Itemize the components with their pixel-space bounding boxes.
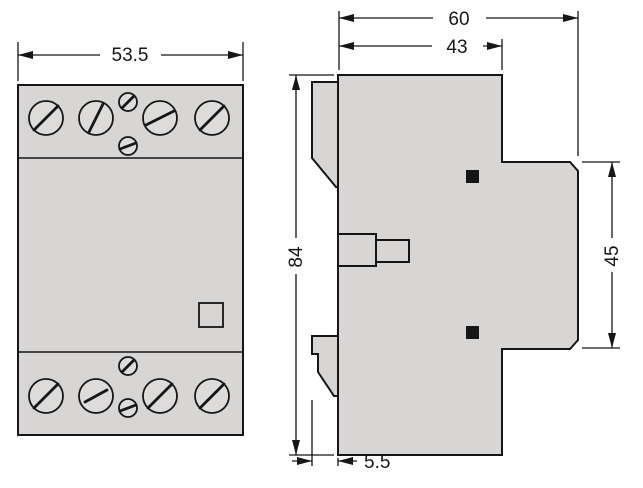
body-depth-dimension: 43 [339, 37, 503, 70]
dim-label-flange-height: 45 [602, 245, 623, 266]
screw-terminal [194, 100, 230, 136]
screw-terminal [78, 100, 114, 136]
dim-label-overall-depth: 60 [448, 9, 469, 30]
small-screw [118, 398, 138, 418]
screw-slot [144, 109, 176, 127]
front-width-dimension: 53.5 [17, 42, 244, 81]
arrowhead-left [339, 42, 354, 50]
small-screw [118, 136, 138, 156]
small-screw [118, 92, 138, 112]
screw-slot [32, 382, 60, 410]
arrowhead-bottom [292, 440, 300, 455]
screw-terminal [142, 378, 178, 414]
screw-slot [120, 94, 136, 110]
height-dimension: 84 [286, 74, 334, 456]
arrowhead-left [297, 457, 312, 465]
mount-square-bottom [466, 326, 479, 339]
flange-height-dimension: 45 [582, 161, 623, 349]
screw-slot [198, 382, 226, 410]
screw-terminal [142, 100, 178, 136]
screw-slot [83, 388, 109, 404]
screw-terminal [28, 378, 64, 414]
dim-label-hook-depth: 5.5 [364, 452, 390, 473]
small-screw [118, 356, 138, 376]
screw-terminal [28, 100, 64, 136]
screw-slot [118, 403, 138, 413]
side-body [337, 74, 579, 456]
screw-slot [118, 141, 138, 151]
screw-slot [146, 382, 174, 410]
arrowhead-bottom [608, 333, 616, 348]
arrowhead-right [487, 42, 502, 50]
screw-slot [87, 102, 105, 134]
arrowhead-left [18, 51, 33, 59]
arrowhead-right [228, 51, 243, 59]
screw-slot [32, 104, 60, 132]
arrowhead-left [339, 14, 354, 22]
arrowhead-top [292, 75, 300, 90]
dim-label-front-width: 53.5 [112, 45, 149, 66]
mount-square-top [466, 170, 479, 183]
upper-rail-hook [311, 81, 339, 188]
dim-label-body-depth: 43 [446, 37, 467, 58]
hook-depth-dimension: 5.5 [292, 400, 390, 473]
screw-slot [198, 104, 226, 132]
overall-depth-dimension: 60 [338, 9, 579, 156]
screw-terminal [78, 378, 114, 414]
screw-slot [120, 358, 136, 374]
indicator-window [198, 302, 224, 328]
din-clip-tab [375, 239, 410, 263]
din-clip [337, 233, 377, 267]
front-view [17, 84, 244, 436]
arrowhead-right [338, 457, 353, 465]
arrowhead-right [563, 14, 578, 22]
dim-label-height: 84 [286, 246, 307, 268]
side-view [311, 74, 579, 456]
lower-rail-hook [311, 335, 339, 397]
screw-terminal [194, 378, 230, 414]
arrowhead-top [608, 162, 616, 177]
